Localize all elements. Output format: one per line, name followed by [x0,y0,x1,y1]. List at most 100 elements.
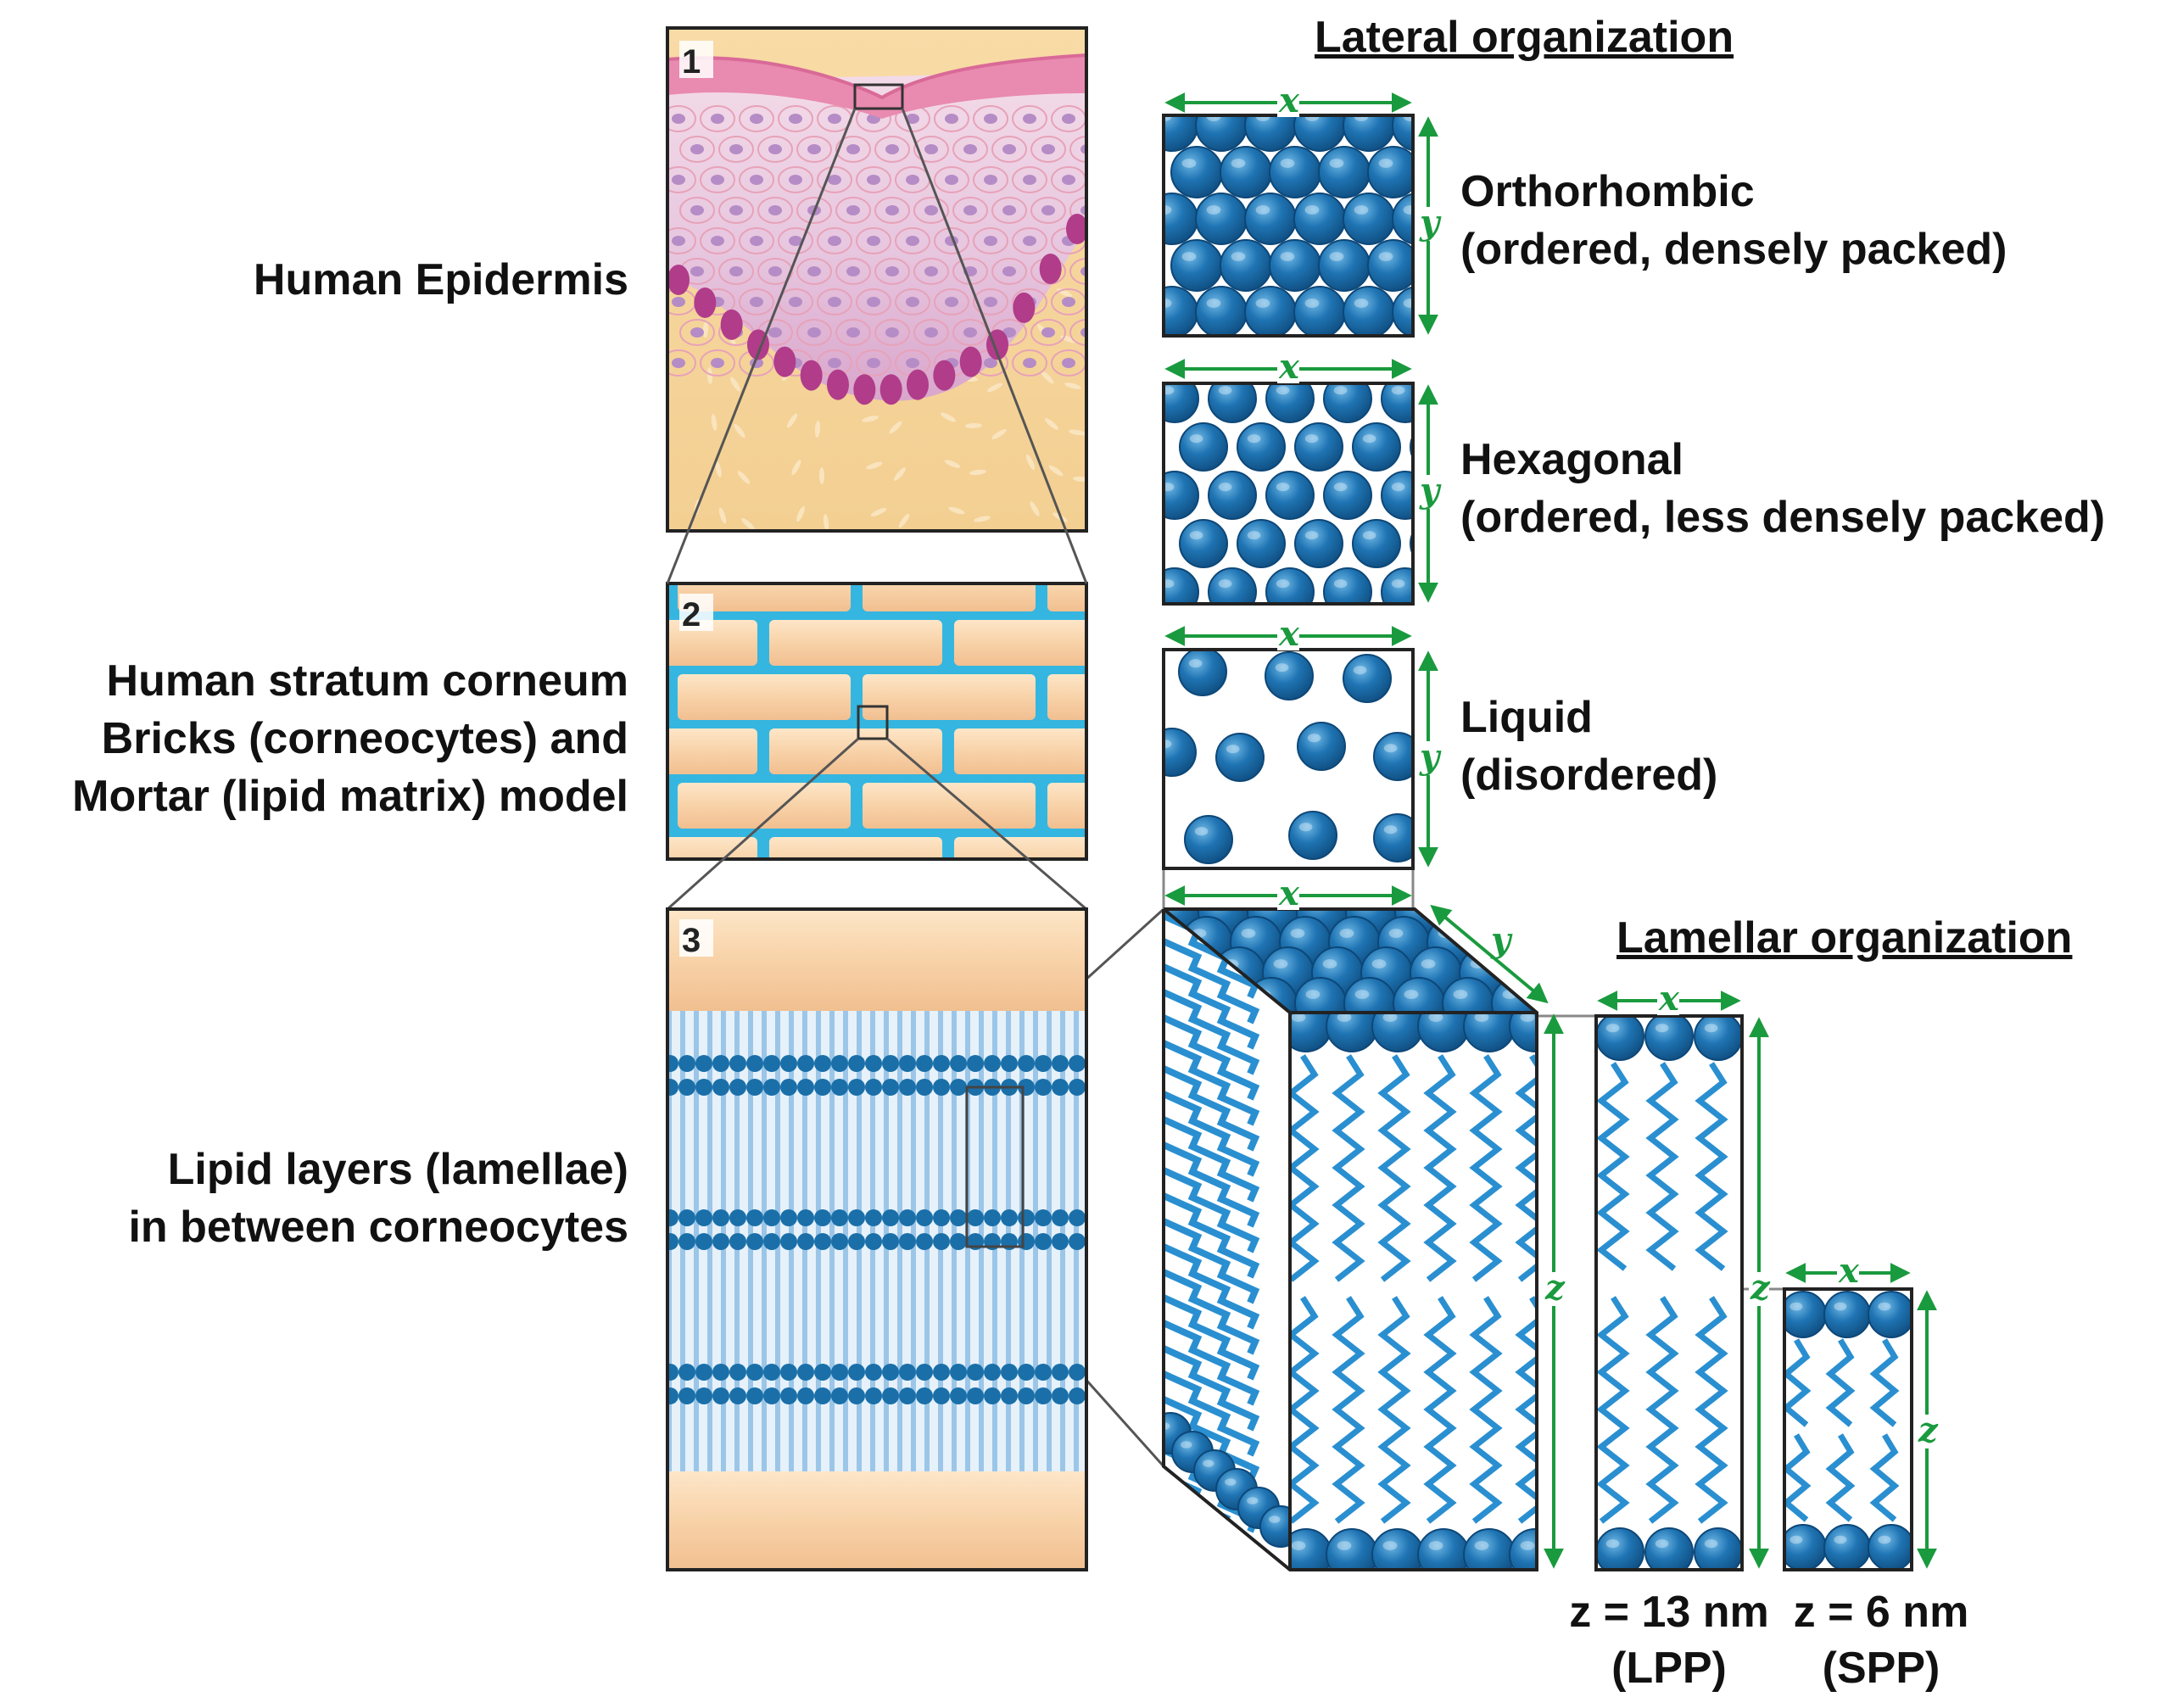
epidermal-cell [856,166,891,193]
cell-nucleus [984,236,997,246]
lamella-headgroup [933,1079,950,1096]
lipid-headgroup [1367,146,1413,198]
epidermal-cell [856,227,891,254]
lipid-tail [1377,1296,1411,1524]
y-axis-letter: y [1419,737,1442,777]
cell-nucleus [1023,114,1036,124]
epidermal-cell [1012,105,1047,132]
cell-nucleus [885,144,899,154]
lamella-headgroup [882,1364,899,1381]
lamella-headgroup [984,1387,1001,1404]
lamella-headgroup [667,1364,678,1381]
lipid-tail [1423,1296,1457,1524]
lipid-headgroup [1410,531,1413,556]
stratum-corneum-label: Human stratum corneum Bricks (corneocyte… [72,656,628,821]
epidermal-cell [874,319,910,346]
lamella-headgroup [678,1364,695,1381]
cell-nucleus [984,175,997,185]
epidermal-cell [700,166,735,193]
lamella-headgroup [1069,1233,1086,1250]
dermis-fiber [702,321,709,338]
lamella-headgroup [899,1387,916,1404]
lamella-headgroup [848,1209,865,1226]
cell-nucleus [906,297,919,307]
corneocyte-brick [954,728,1086,774]
headgroup-highlight [1275,663,1289,673]
lipid-headgroup [1297,722,1346,771]
headgroup-highlight [1329,159,1344,168]
lamella-headgroup [865,1387,882,1404]
epidermal-cell [835,136,871,163]
headgroup-highlight [1354,205,1369,215]
lamella-headgroup [797,1209,814,1226]
x-axis-letter: x [1278,347,1300,387]
basal-nucleus [827,369,849,400]
cell-nucleus [690,327,704,338]
headgroup-highlight [1474,1541,1489,1550]
epidermal-cell [952,136,988,163]
lipid-tail [1164,963,1260,1050]
epidermal-cell [796,319,832,346]
headgroup-highlight [1362,531,1376,540]
lamella-headgroup [678,1209,695,1226]
basal-nucleus [853,374,876,405]
lipid-headgroup [1293,115,1346,152]
basal-nucleus [720,309,743,340]
lipid-tail [1164,1167,1260,1253]
lipid-headgroup [1195,115,1248,152]
lipid-headgroup [1371,1528,1424,1570]
lamella-headgroup [916,1387,933,1404]
headgroup-highlight [1231,159,1246,168]
epidermal-cell [913,136,949,163]
headgroup-highlight [1241,929,1256,938]
epidermal-cell [1012,227,1047,254]
epidermal-cell [874,258,910,285]
dermis-fiber [1025,454,1036,471]
headgroup-highlight [1353,666,1367,675]
headgroup-highlight [1247,531,1261,540]
lamella-headgroup [1001,1387,1018,1404]
corneocyte-brick [863,783,1036,829]
epidermal-cell [991,136,1027,163]
lamella-headgroup [933,1364,950,1381]
epidermal-cell [718,197,754,224]
cell-nucleus [906,358,919,368]
lamella-headgroup [950,1209,967,1226]
headgroup-highlight [1164,579,1175,589]
epidermal-cell [973,166,1008,193]
lamella-headgroup [950,1079,967,1096]
headgroup-highlight [1605,1024,1620,1033]
lamella-headgroup [1052,1364,1069,1381]
cell-nucleus [672,358,685,368]
lipid-headgroup [1237,519,1286,568]
x-axis-letter: x [1278,874,1300,913]
lipid-tail [1695,1296,1728,1524]
lamella-headgroup [814,1209,831,1226]
lipid-tail [1164,1370,1260,1457]
lamella-headgroup [1052,1209,1069,1226]
lamella-headgroup [882,1079,899,1096]
epidermal-cell [1069,197,1086,224]
lamella-headgroup [763,1079,780,1096]
hexagonal-label: Hexagonal (ordered, less densely packed) [1460,435,2106,542]
lipid-headgroup [1164,286,1198,336]
basal-nucleus [1039,254,1062,285]
headgroup-highlight [1322,959,1337,968]
cell-nucleus [672,175,685,185]
lamella-headgroup [882,1209,899,1226]
headgroup-highlight [1378,159,1393,168]
headgroup-highlight [1255,299,1270,308]
epidermal-cell [817,227,852,254]
dermis-fiber [715,460,722,477]
lamella-headgroup [763,1364,780,1381]
lamella-headgroup [695,1364,712,1381]
lipid-headgroup [1259,1505,1290,1548]
headgroup-highlight [1164,386,1175,395]
cell-nucleus [867,358,880,368]
headgroup-highlight [1225,1478,1237,1486]
lipid-headgroup [1179,422,1228,472]
lamella-headgroup [967,1387,984,1404]
cell-nucleus [750,236,763,246]
lamella-headgroup [899,1079,916,1096]
lipid-headgroup [1596,1016,1644,1061]
